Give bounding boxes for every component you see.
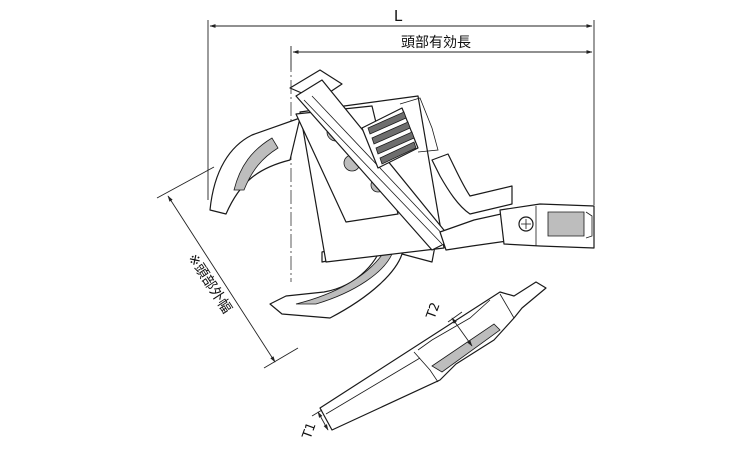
dimension-label-T1: T1 (300, 421, 320, 442)
dimension-label-head-effective-length: 頭部有効長 (401, 35, 471, 51)
dimension-T1: T1 (300, 409, 329, 442)
handle-end (499, 203, 595, 249)
dimension-label-T2: T2 (424, 301, 444, 322)
dimension-head-effective-length: 頭部有効長 (290, 35, 593, 70)
wrench-body (209, 69, 595, 319)
side-profile: T2 T1 (300, 281, 547, 442)
dimension-label-L: L (394, 7, 403, 25)
worm-gear (361, 97, 439, 169)
dimension-T2: T2 (424, 301, 473, 347)
